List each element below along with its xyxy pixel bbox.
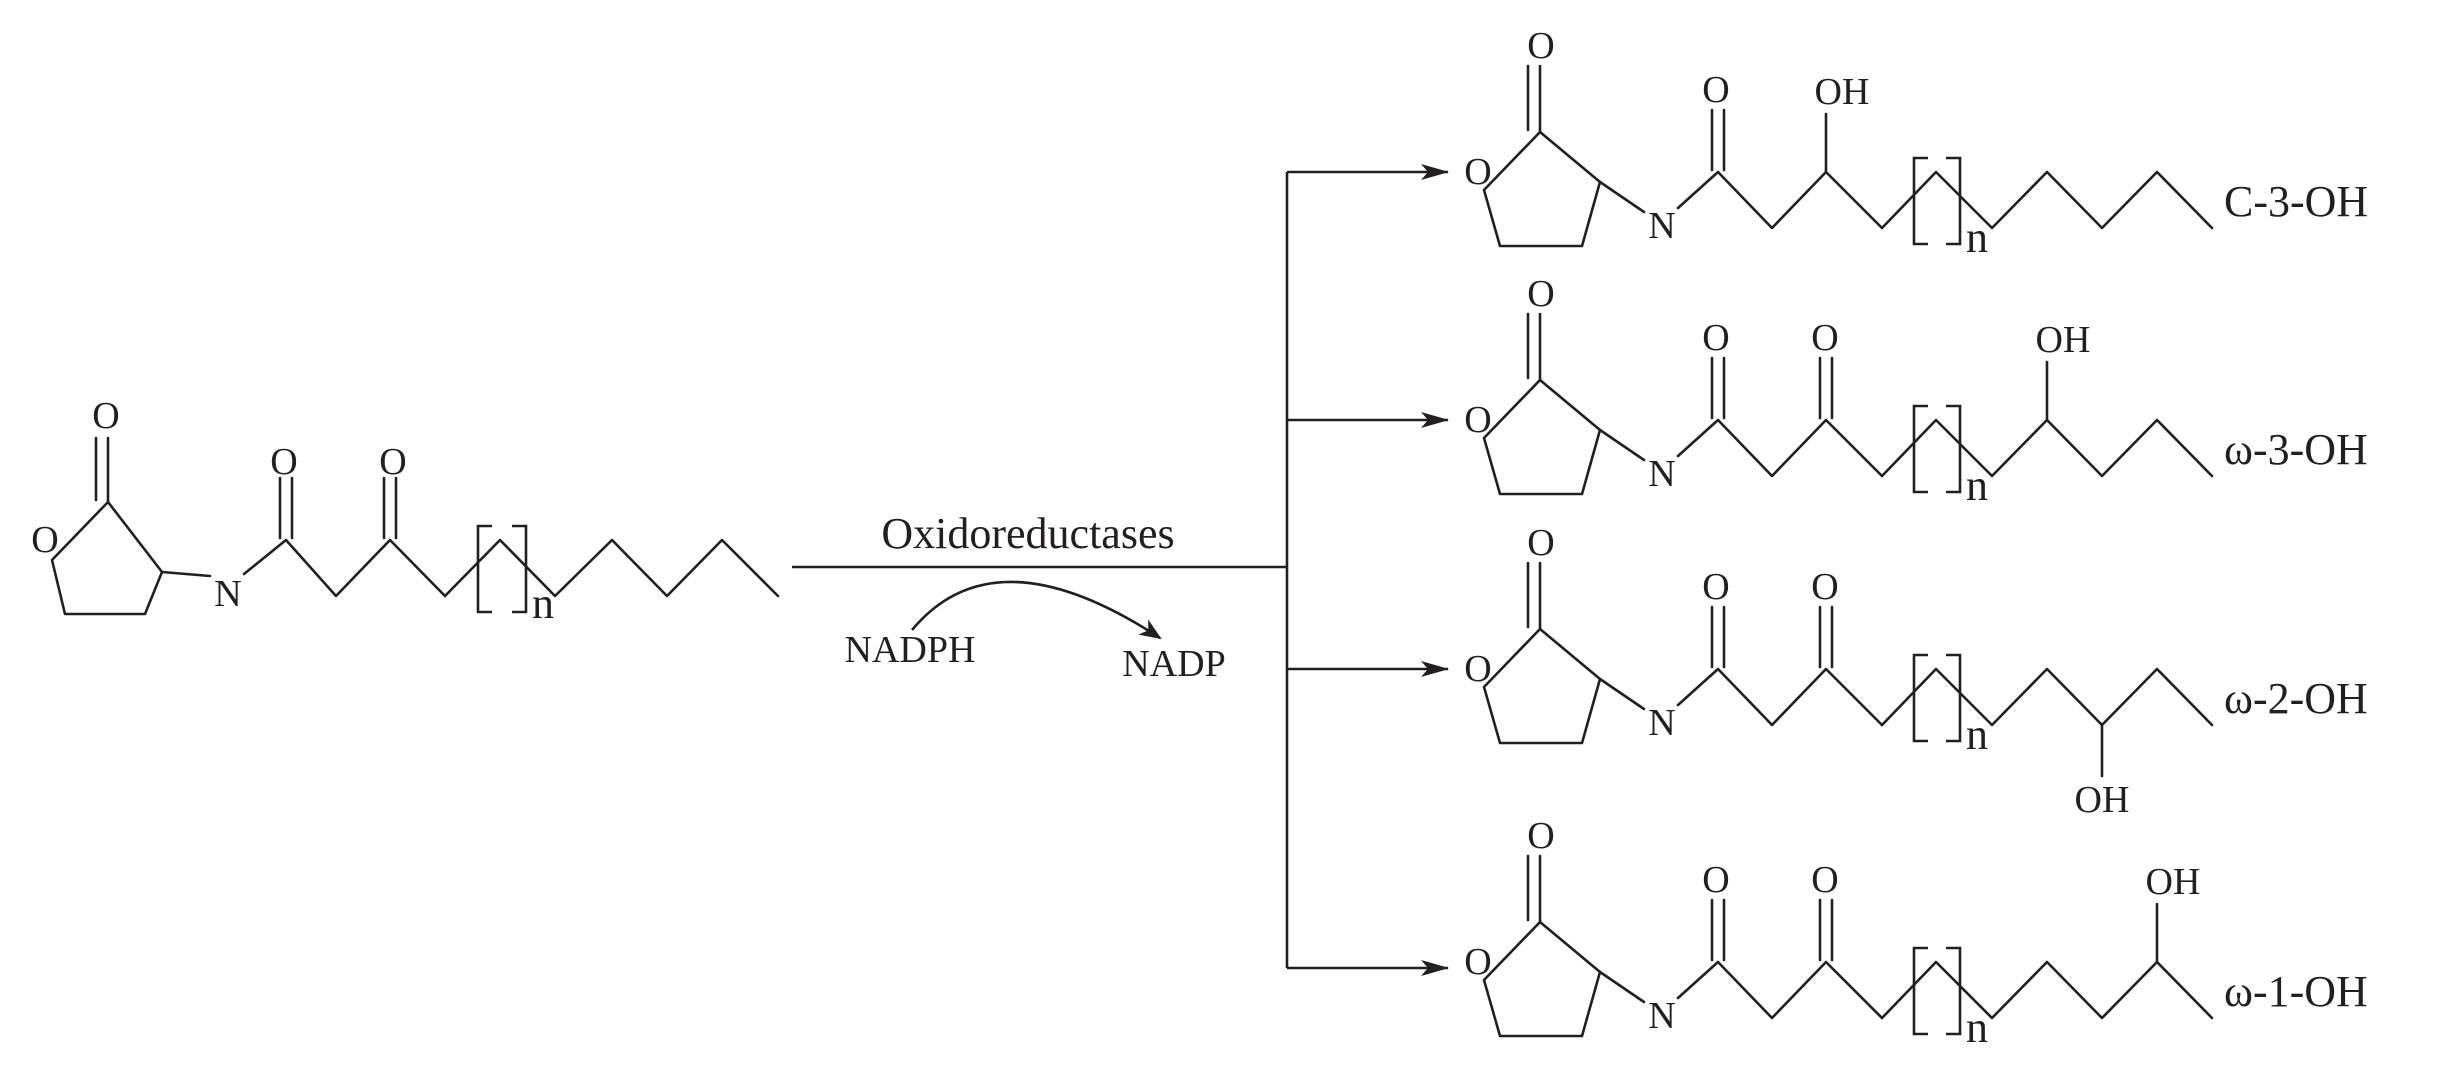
repeat-bracket	[1912, 946, 1962, 1036]
amide-oxygen: O	[1702, 317, 1729, 359]
hydroxyl-group: OH	[2075, 779, 2130, 821]
product-c3-oh: O O N O OH n C-3-OH	[1464, 25, 2368, 262]
reaction-arrow: Oxidoreductases NADPH NADP	[792, 164, 1449, 976]
keto-oxygen: O	[1811, 566, 1838, 608]
substrate-molecule: O O N O O n	[31, 395, 780, 628]
repeat-n: n	[1966, 213, 1988, 262]
ring-oxygen: O	[1464, 648, 1491, 690]
ring-to-nitrogen-bond	[1598, 677, 1646, 711]
amide-oxygen: O	[1702, 566, 1729, 608]
carbonyl-oxygen: O	[1527, 815, 1554, 857]
carbonyl-oxygen: O	[92, 395, 119, 437]
ring-to-nitrogen-bond	[1598, 970, 1646, 1004]
lactone-ring	[1482, 920, 1602, 1038]
product-label: ω-3-OH	[2224, 425, 2368, 474]
hydroxyl-group: OH	[2146, 861, 2201, 903]
amide-oxygen: O	[270, 441, 297, 483]
acyl-chain	[1676, 960, 1884, 1020]
keto-oxygen: O	[1811, 317, 1838, 359]
repeat-n: n	[1966, 710, 1988, 759]
product-w3-oh: O O N O O OH n ω-3-OH	[1464, 273, 2368, 510]
repeat-bracket	[1912, 156, 1962, 246]
enzyme-label: Oxidoreductases	[881, 509, 1174, 558]
repeat-n: n	[1966, 1003, 1988, 1052]
product-w2-oh: O O N O O OH n ω-2-OH	[1464, 522, 2368, 821]
product-label: ω-1-OH	[2224, 967, 2368, 1016]
amide-nitrogen: N	[1648, 995, 1675, 1037]
amide-nitrogen: N	[1648, 205, 1675, 247]
amide-nitrogen: N	[1648, 702, 1675, 744]
ring-to-nitrogen-bond	[1598, 428, 1646, 462]
lactone-ring	[1482, 130, 1602, 248]
keto-oxygen: O	[379, 441, 406, 483]
repeat-bracket	[1912, 653, 1962, 743]
amide-nitrogen: N	[1648, 453, 1675, 495]
repeat-n: n	[1966, 461, 1988, 510]
product-label: C-3-OH	[2224, 177, 2368, 226]
tail-chain	[1880, 960, 2214, 1020]
repeat-n: n	[532, 579, 554, 628]
acyl-chain	[1676, 667, 1884, 727]
tail-chain	[1880, 667, 2214, 727]
carbonyl-oxygen: O	[1527, 25, 1554, 67]
amide-oxygen: O	[1702, 69, 1729, 111]
amide-oxygen: O	[1702, 859, 1729, 901]
amide-nitrogen: N	[214, 573, 241, 615]
ring-oxygen: O	[31, 519, 58, 561]
carbonyl-oxygen: O	[1527, 522, 1554, 564]
cofactor-out-label: NADP	[1122, 643, 1225, 685]
acyl-chain	[242, 538, 447, 598]
hydroxyl-group: OH	[1815, 71, 1870, 113]
cofactor-curved-arrow	[911, 580, 1162, 640]
ring-oxygen: O	[1464, 941, 1491, 983]
lactone-ring	[50, 500, 164, 616]
repeat-bracket	[476, 524, 528, 614]
lactone-ring	[1482, 627, 1602, 745]
product-w1-oh: O O N O O OH n ω-1-OH	[1464, 815, 2368, 1052]
ring-oxygen: O	[1464, 151, 1491, 193]
carbonyl-oxygen: O	[1527, 273, 1554, 315]
ring-to-nitrogen-bond	[1598, 180, 1646, 214]
ring-to-nitrogen-bond	[160, 570, 212, 578]
tail-chain	[1880, 418, 2214, 478]
ring-oxygen: O	[1464, 399, 1491, 441]
hydroxyl-group: OH	[2036, 319, 2091, 361]
tail-chain	[1880, 170, 2214, 230]
repeat-bracket	[1912, 404, 1962, 494]
keto-oxygen: O	[1811, 859, 1838, 901]
acyl-chain	[1676, 418, 1884, 478]
tail-chain	[443, 538, 780, 598]
lactone-ring	[1482, 378, 1602, 496]
cofactor-in-label: NADPH	[845, 629, 976, 671]
product-label: ω-2-OH	[2224, 674, 2368, 723]
acyl-chain	[1676, 170, 1884, 230]
